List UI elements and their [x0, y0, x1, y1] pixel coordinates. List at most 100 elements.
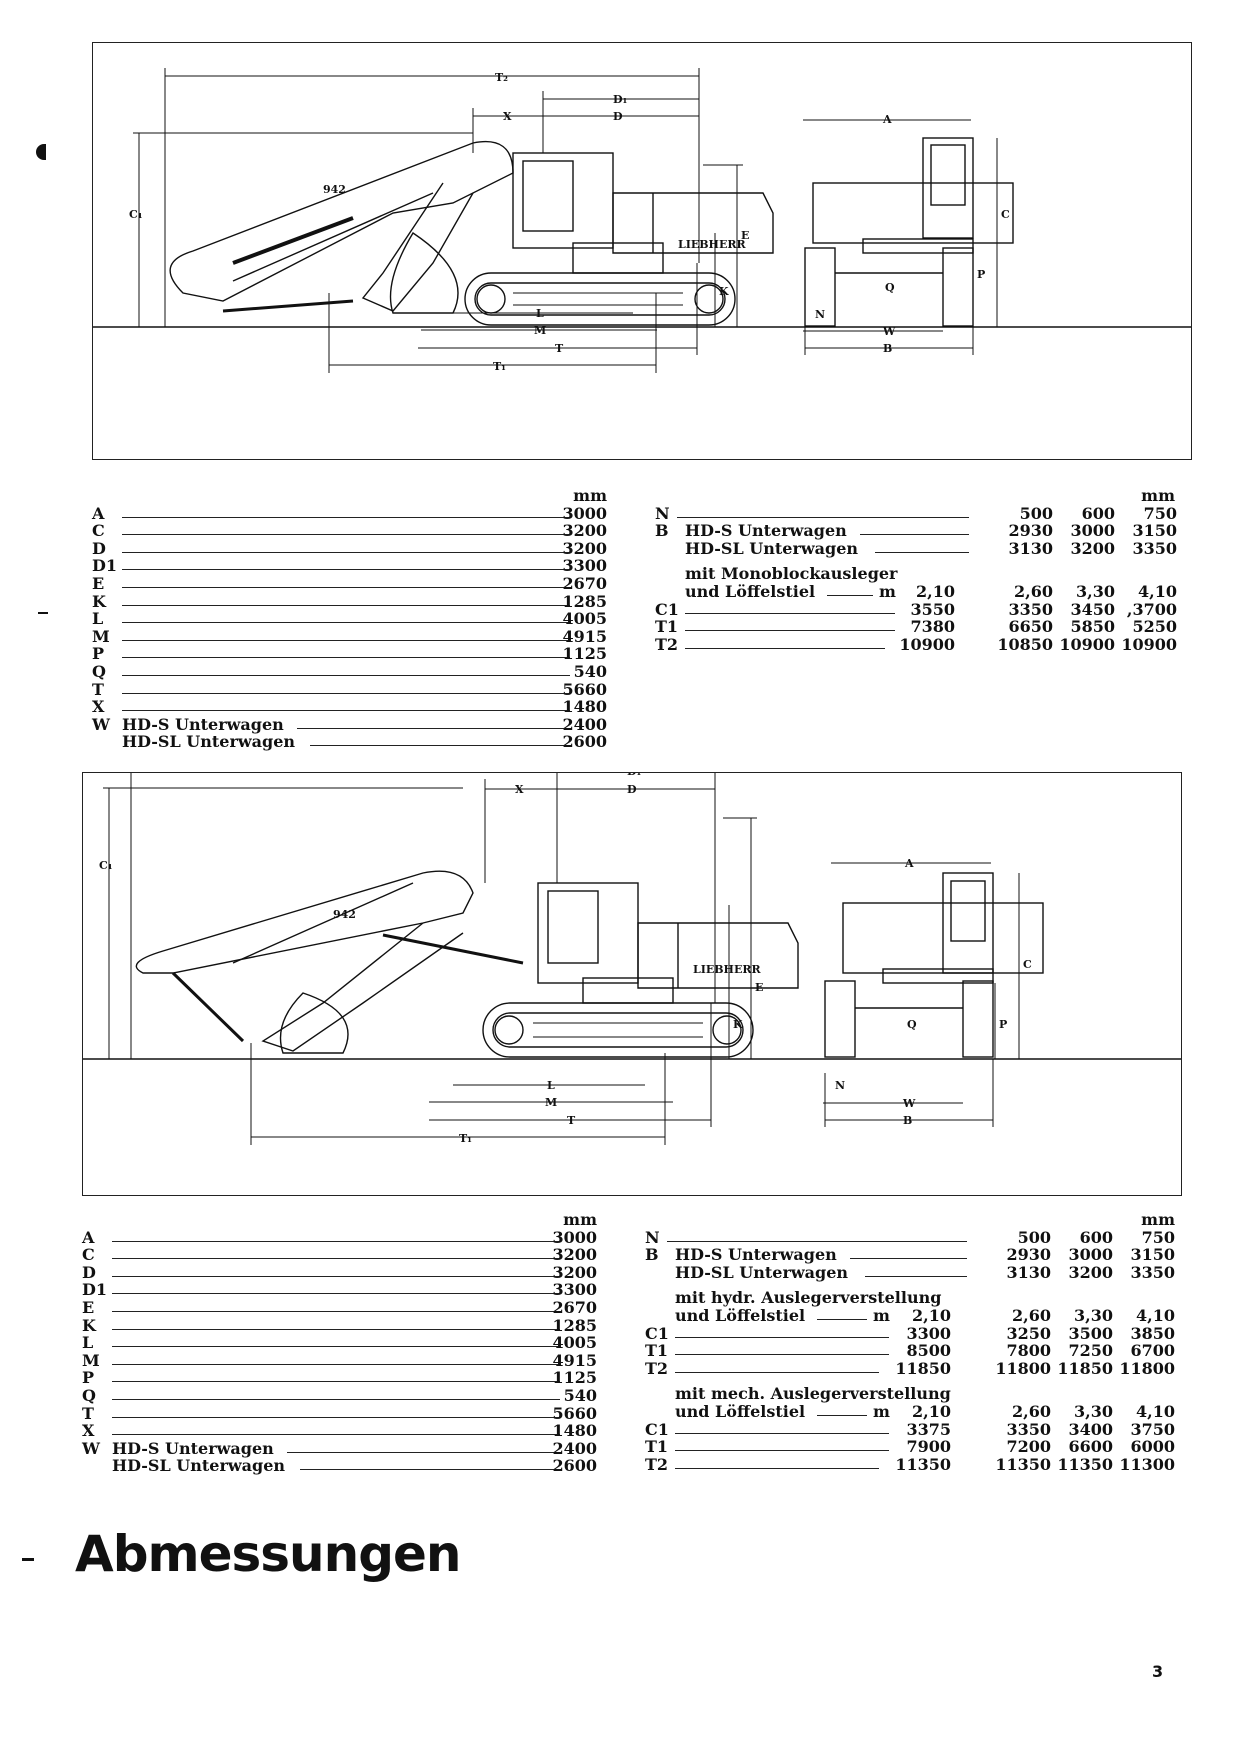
row-label: und Löffelstiel [675, 1401, 806, 1421]
table-row: T1 7900 7200 6600 6000 [645, 1438, 1185, 1456]
dim-label-M: M [534, 324, 546, 337]
leader-line [675, 1432, 889, 1434]
leader-line [122, 674, 570, 676]
leader-line [310, 745, 570, 747]
row-key: W [92, 714, 110, 734]
dim-label-T: T [567, 1114, 576, 1127]
row-value: 1285 [562, 591, 607, 611]
row-key: D1 [92, 556, 118, 576]
row-key: M [92, 626, 110, 646]
dim-label-D: D [627, 783, 637, 796]
leader-line [667, 1240, 967, 1242]
table-row: C1 3550 3350 3450 ,3700 [655, 599, 1190, 619]
row-key: C1 [655, 599, 679, 619]
leader-line [122, 622, 570, 624]
row-value: 3200 [562, 521, 607, 541]
row-value: 3000 [1070, 521, 1115, 541]
row-value: 3300 [552, 1280, 597, 1300]
dim-label-N: N [835, 1079, 845, 1092]
leader-line [675, 1371, 879, 1373]
row-value: 750 [1143, 503, 1177, 523]
row-value: ,3700 [1126, 599, 1177, 619]
row-key: M [82, 1350, 100, 1370]
dim-label-T: T [555, 342, 564, 355]
table-row: T1 7380 6650 5850 5250 [655, 618, 1190, 636]
leader-line [122, 604, 570, 606]
row-value: 11850 [1057, 1358, 1113, 1378]
leader-line [675, 1354, 889, 1356]
row-value: 3350 [1006, 1419, 1051, 1439]
excavator-drawing: 942 LIEBHERR T₂ D₁ X D C₁ E K A C P Q L … [93, 68, 1191, 373]
dim-label-A: A [904, 857, 914, 870]
row-key: W [82, 1438, 100, 1458]
row-value: 4915 [562, 626, 607, 646]
dim-label-A: A [882, 113, 892, 126]
row-value: 3375 [906, 1419, 951, 1439]
row-key: A [92, 503, 105, 523]
row-value: 3550 [910, 599, 955, 619]
dim-label-E: E [741, 229, 749, 242]
row-key: T1 [645, 1341, 669, 1361]
row-value: 2600 [562, 732, 607, 752]
row-label: und Löffelstiel [685, 581, 816, 601]
leader-line [112, 1310, 560, 1312]
row-key: P [82, 1368, 95, 1388]
row-key: E [92, 573, 105, 593]
row-value: 4,10 [1138, 581, 1177, 601]
dim-label-W: W [902, 1097, 916, 1110]
table-row: T2 10900 10850 10900 10900 [655, 636, 1190, 654]
leader-line [685, 647, 885, 649]
brand-badge: LIEBHERR [693, 963, 761, 976]
row-value: 2930 [1008, 521, 1053, 541]
row-value: 2400 [552, 1438, 597, 1458]
table-row: M 4915 [92, 628, 622, 646]
table-row: T2 11850 11800 11850 11800 [645, 1360, 1185, 1378]
leader-line [675, 1336, 889, 1338]
row-value: 11800 [995, 1358, 1051, 1378]
leader-line [122, 516, 570, 518]
row-value: 3130 [1008, 538, 1053, 558]
dim-label-B: B [883, 342, 892, 355]
row-label: HD-S Unterwagen [112, 1438, 274, 1458]
leader-line [112, 1381, 560, 1383]
dim-label-W: W [882, 325, 896, 338]
row-key: K [92, 591, 106, 611]
page-number: 3 [1152, 1662, 1164, 1681]
dim-label-C: C [1023, 958, 1032, 971]
leader-line [112, 1363, 560, 1365]
row-key: C1 [645, 1323, 669, 1343]
row-value: 3850 [1130, 1323, 1175, 1343]
row-value: 3350 [1132, 538, 1177, 558]
leader-line [287, 1451, 560, 1453]
row-key: E [82, 1297, 95, 1317]
row-value: 1285 [552, 1315, 597, 1335]
row-value: 3200 [1070, 538, 1115, 558]
leader-line [685, 630, 895, 632]
leader-line [122, 534, 570, 536]
leader-line [675, 1450, 889, 1452]
row-value: 500 [1017, 1227, 1051, 1247]
dim-label-T2: T₂ [495, 71, 508, 84]
row-value: 3300 [562, 556, 607, 576]
row-key: B [655, 521, 669, 541]
leader-line [827, 594, 873, 596]
table-row: C1 3375 3350 3400 3750 [645, 1419, 1185, 1439]
row-value: 11850 [895, 1358, 951, 1378]
row-key: D1 [82, 1280, 108, 1300]
row-value: 3750 [1130, 1419, 1175, 1439]
row-key: L [82, 1333, 94, 1353]
row-key: C [82, 1245, 95, 1265]
row-key: P [92, 644, 105, 664]
dim-label-P: P [999, 1018, 1007, 1031]
